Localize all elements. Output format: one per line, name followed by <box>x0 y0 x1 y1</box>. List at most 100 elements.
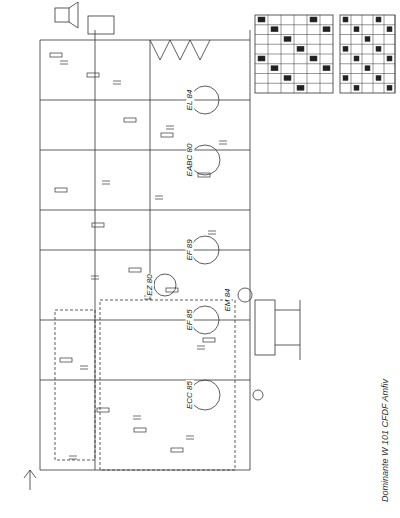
switch-table <box>340 15 395 93</box>
table-rule <box>362 15 363 93</box>
contact-mark <box>323 27 330 32</box>
contact-mark <box>258 56 265 61</box>
contact-mark <box>365 37 370 42</box>
table-rule <box>340 24 395 25</box>
resistor-symbol <box>134 428 146 432</box>
resistor-symbol <box>50 53 62 57</box>
table-rule <box>395 15 396 93</box>
shield-outline <box>100 300 235 470</box>
power-transformer <box>255 300 275 355</box>
tube-symbol <box>190 145 220 175</box>
contact-mark <box>387 27 392 32</box>
switch-contacts <box>150 40 210 60</box>
resistor-symbol <box>171 448 183 452</box>
capacitor-symbol <box>155 196 163 199</box>
table-rule <box>320 15 321 93</box>
capacitor-symbol <box>80 366 88 369</box>
capacitor-symbol <box>133 416 141 419</box>
caption: Dominante W 101 CFDF Amfiv <box>381 377 390 502</box>
table-rule <box>340 44 395 45</box>
antenna-symbol <box>24 470 36 490</box>
wire <box>40 30 250 470</box>
table-rule <box>384 15 385 93</box>
contact-mark <box>376 76 381 81</box>
table-rule <box>340 73 395 74</box>
contact-mark <box>343 17 348 22</box>
table-rule <box>351 15 352 93</box>
contact-mark <box>354 85 359 90</box>
tube-label: ECC 85 <box>186 380 194 410</box>
contact-mark <box>376 17 381 22</box>
contact-mark <box>271 66 278 71</box>
contact-mark <box>387 56 392 61</box>
contact-mark <box>271 27 278 32</box>
resistor-symbol <box>198 173 210 177</box>
switch-table <box>255 15 333 93</box>
contact-mark <box>376 46 381 51</box>
contact-mark <box>387 85 392 90</box>
contact-mark <box>354 27 359 32</box>
pilot-lamp <box>253 390 263 400</box>
tube-label: EF 85 <box>186 308 194 331</box>
tube-symbol <box>191 236 219 264</box>
table-rule <box>340 54 395 55</box>
contact-mark <box>343 76 348 81</box>
wire <box>275 300 300 360</box>
capacitor-symbol <box>113 81 121 84</box>
capacitor-symbol <box>197 346 205 349</box>
wire <box>40 40 250 470</box>
contact-mark <box>323 66 330 71</box>
resistor-symbol <box>55 188 67 192</box>
capacitor-symbol <box>102 181 110 184</box>
tube-label: EZ 80 <box>146 273 154 296</box>
contact-mark <box>297 85 304 90</box>
table-rule <box>307 15 308 93</box>
capacitor-symbol <box>186 436 194 439</box>
contact-mark <box>284 37 291 42</box>
table-rule <box>340 63 395 64</box>
resistor-symbol <box>97 408 109 412</box>
resistor-symbol <box>161 133 173 137</box>
output-transformer <box>88 16 114 34</box>
capacitor-symbol <box>219 141 227 144</box>
tube-symbol <box>190 380 220 410</box>
contact-mark <box>284 76 291 81</box>
contact-mark <box>297 46 304 51</box>
capacitor-symbol <box>208 231 216 234</box>
table-rule <box>268 15 269 93</box>
table-rule <box>373 15 374 93</box>
tube-label: EL 84 <box>186 89 194 112</box>
contact-mark <box>354 56 359 61</box>
capacitor-symbol <box>60 61 68 64</box>
resistor-symbol <box>203 338 215 342</box>
capacitor-symbol <box>166 126 174 129</box>
table-rule <box>340 83 395 84</box>
resistor-symbol <box>87 73 99 77</box>
tube-label: EF 89 <box>186 238 194 261</box>
table-rule <box>281 15 282 93</box>
table-rule <box>340 34 395 35</box>
capacitor-symbol <box>69 456 77 459</box>
resistor-symbol <box>166 288 178 292</box>
tube-symbol <box>154 274 176 296</box>
shield-outline <box>55 310 95 460</box>
tube-symbol <box>191 86 219 114</box>
contact-mark <box>343 46 348 51</box>
resistor-symbol <box>60 358 72 362</box>
tube-symbol <box>191 306 219 334</box>
speaker-symbol <box>55 8 69 22</box>
resistor-symbol <box>124 118 136 122</box>
resistor-symbol <box>92 223 104 227</box>
capacitor-symbol <box>91 276 99 279</box>
resistor-symbol <box>129 268 141 272</box>
tube-label: EM 84 <box>224 287 232 312</box>
tube-label: EABC 80 <box>186 143 194 178</box>
contact-mark <box>310 17 317 22</box>
table-rule <box>294 15 295 93</box>
speaker-cone <box>69 2 78 28</box>
contact-mark <box>310 56 317 61</box>
tuning-indicator <box>238 288 252 302</box>
contact-mark <box>258 17 265 22</box>
